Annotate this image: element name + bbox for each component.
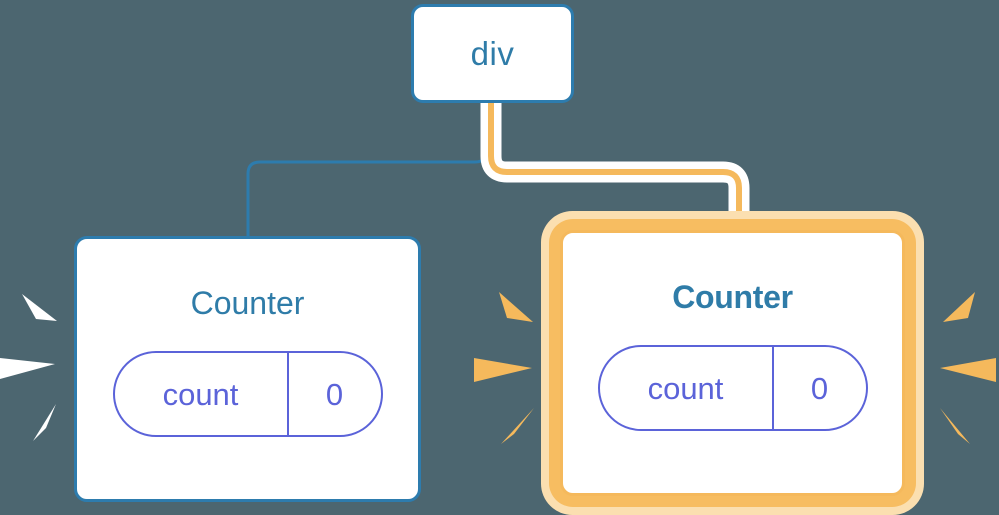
state-value-left: 0 [286, 353, 381, 435]
edge-root-to-right-counter [488, 103, 742, 230]
node-div-label: div [470, 35, 515, 72]
node-counter-left-title: Counter [190, 285, 305, 321]
state-key-right: count [647, 370, 724, 406]
node-div[interactable]: div [411, 4, 574, 103]
state-pill-right: count 0 [597, 345, 868, 431]
node-counter-right[interactable]: Counter count 0 [560, 230, 905, 496]
state-pill-left: count 0 [112, 351, 383, 437]
node-counter-right-title: Counter [672, 279, 793, 315]
state-key-left: count [162, 376, 239, 412]
state-value-right: 0 [771, 347, 866, 429]
edge-root-to-right-counter-halo [480, 103, 750, 230]
edge-root-to-left-counter [246, 103, 489, 236]
node-counter-left[interactable]: Counter count 0 [74, 236, 421, 502]
